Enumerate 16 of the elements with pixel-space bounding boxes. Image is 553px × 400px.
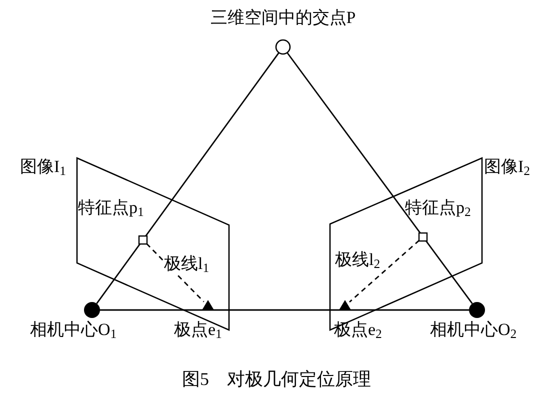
node-label: 特征点p$_{1}$ [78,198,144,218]
node-label: 三维空间中的交点P [209,8,357,28]
node-label: 图像I$_{1}$ [20,157,66,177]
node-label: 图像I$_{2}$ [484,157,530,177]
line [96,52,280,304]
edge-label: 极线l$_{2}$ [335,250,380,270]
node-label: 极点e$_{2}$ [334,320,382,340]
edge-label: 极线l$_{1}$ [164,254,210,274]
caption: 图5 对极几何定位原理 [181,368,372,391]
node-label: 相机中心O$_{2}$ [430,320,517,340]
dashed-line [349,240,420,303]
node-label: 相机中心O$_{1}$ [30,320,117,340]
node-label: 极点e$_{1}$ [174,320,222,340]
line [286,52,473,304]
line [100,309,469,311]
node-label: 特征点p$_{2}$ [405,198,471,218]
